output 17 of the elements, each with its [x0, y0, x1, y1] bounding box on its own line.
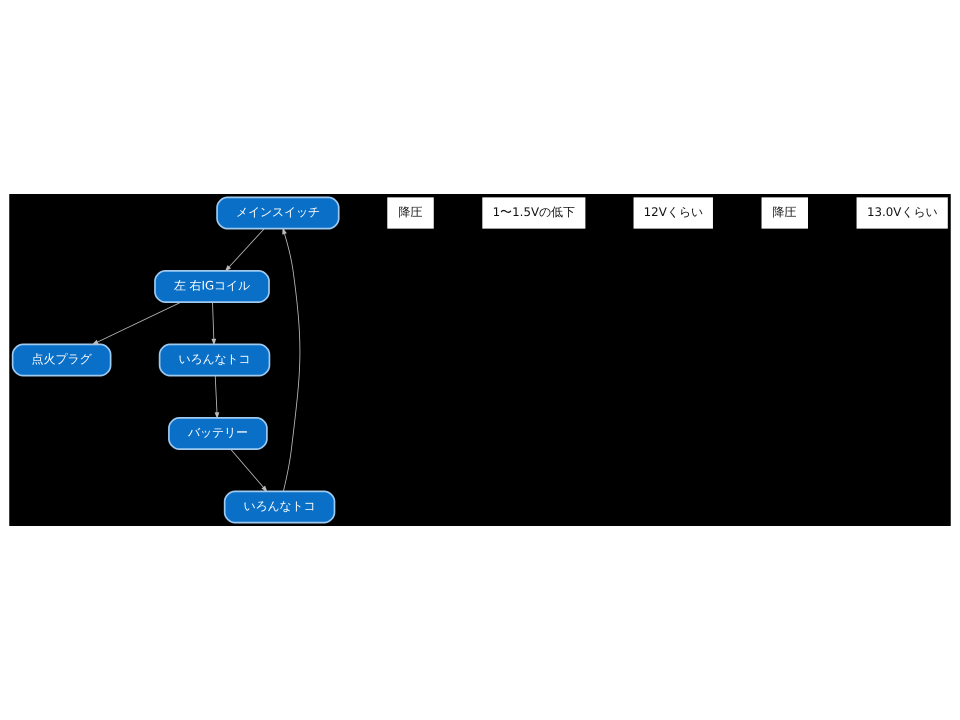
- arrow: [211, 302, 216, 346]
- arrow: [224, 228, 265, 272]
- node-box: 点火プラグ: [12, 344, 112, 376]
- arrow: [214, 375, 220, 420]
- arrow: [282, 227, 300, 492]
- node-box: いろんなトコ: [158, 344, 270, 376]
- label: 降圧: [398, 205, 423, 220]
- label: 降圧: [772, 205, 797, 220]
- label: 12Vくらい: [644, 205, 703, 220]
- node-box: メインスイッチ: [216, 196, 340, 230]
- node-box: 左 右IGコイル: [154, 270, 270, 303]
- arrow: [230, 448, 268, 492]
- label: 1〜1.5Vの低下: [492, 205, 576, 220]
- node-box: バッテリー: [168, 417, 268, 450]
- arrow: [92, 302, 182, 345]
- node-box: いろんなトコ: [224, 490, 336, 524]
- label: 13.0Vくらい: [866, 205, 938, 220]
